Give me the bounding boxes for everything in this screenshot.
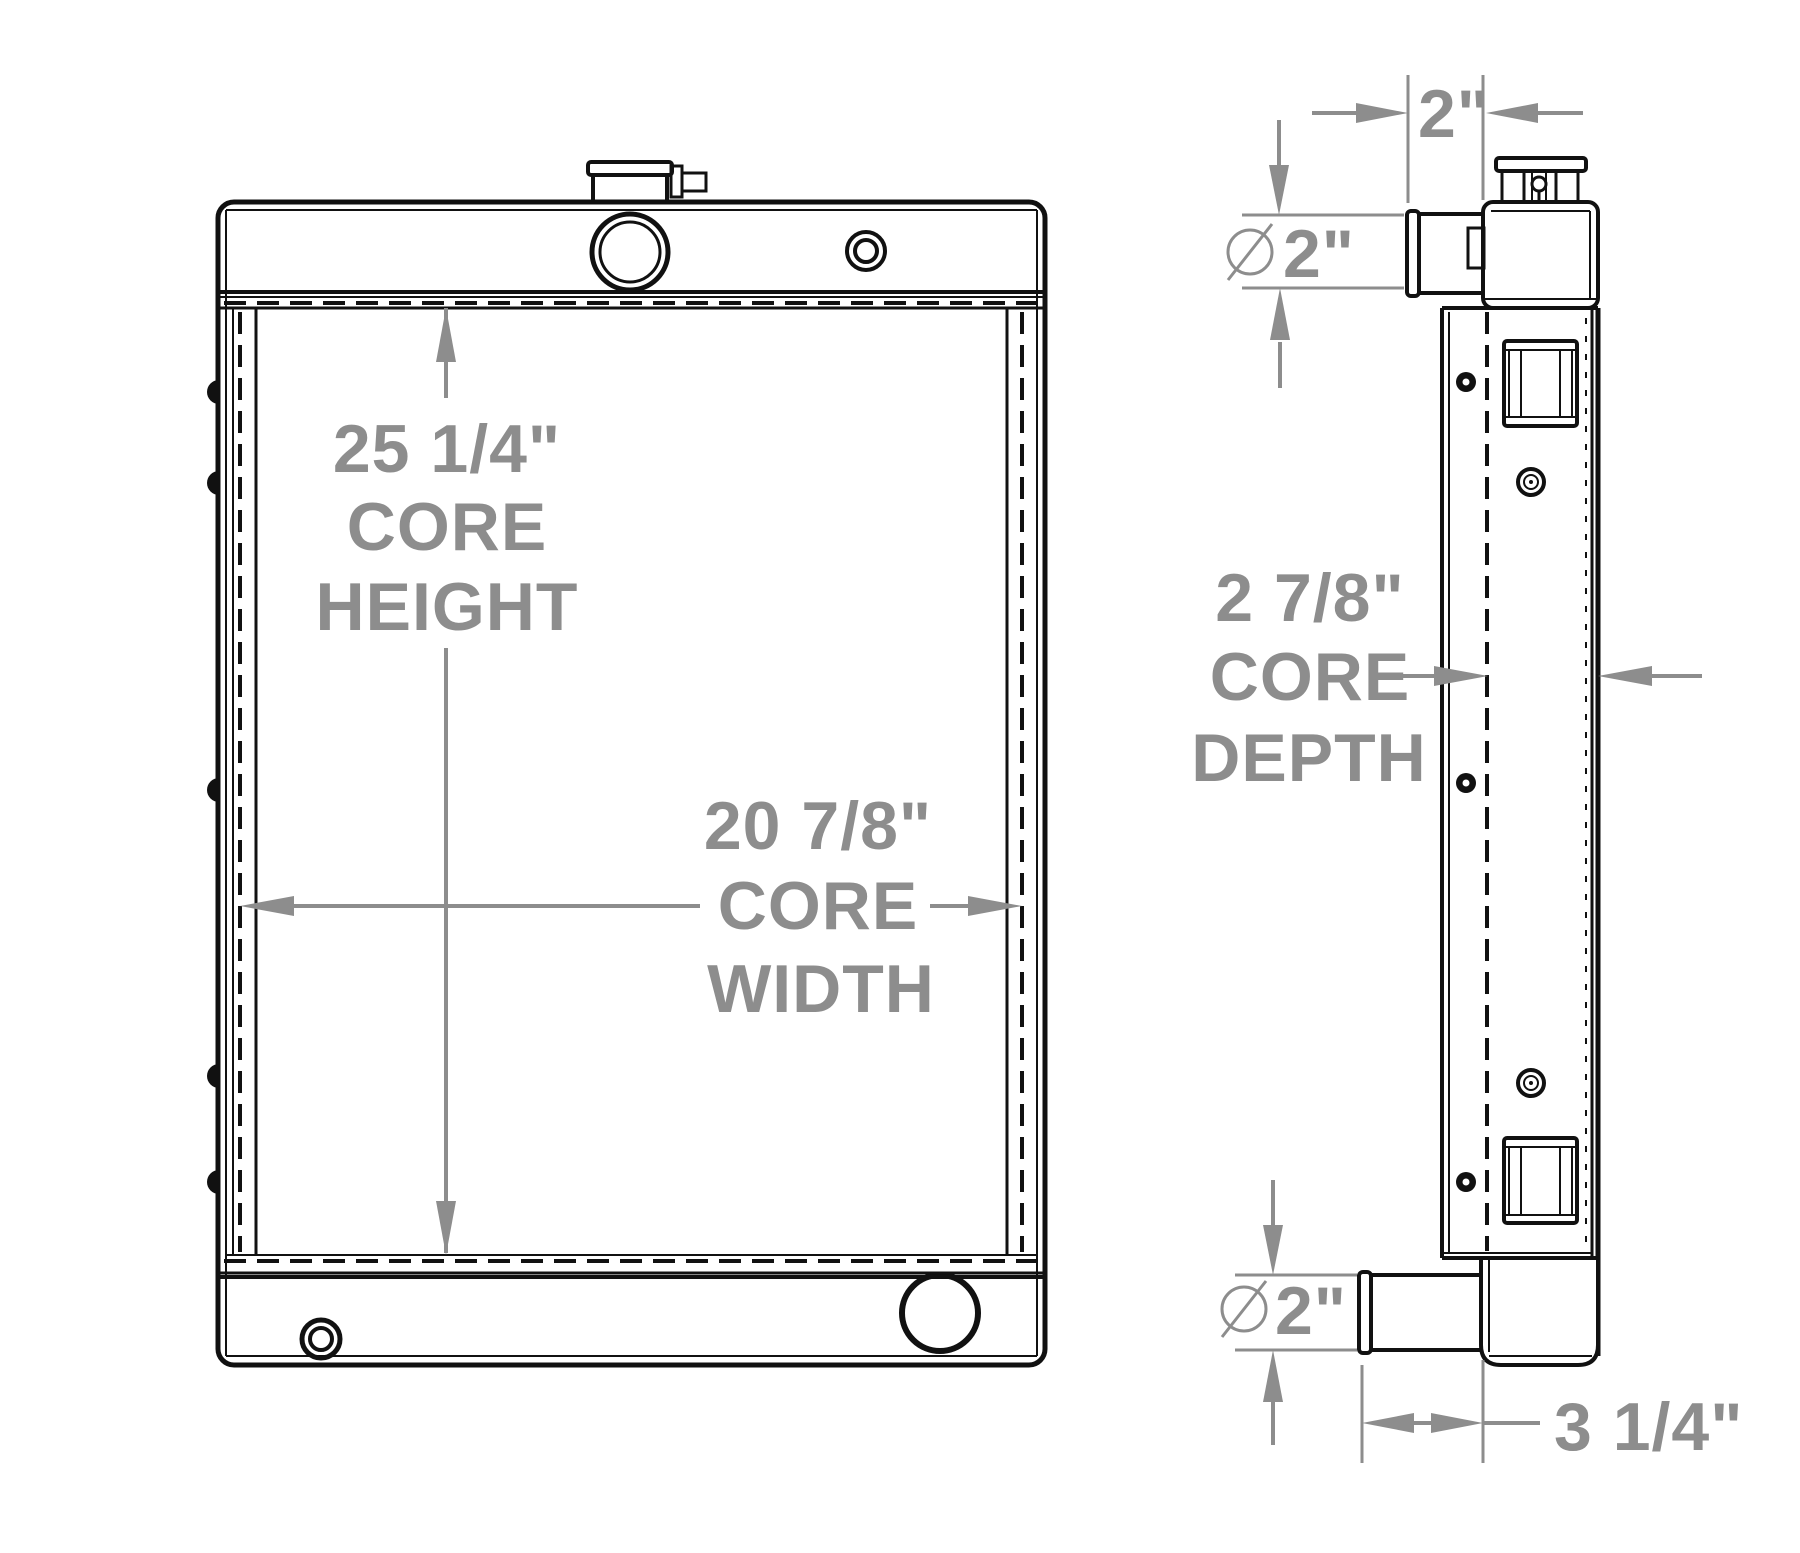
inlet-diameter-dimension: 2" [1226,120,1404,388]
side-pin-bumps [207,380,219,1194]
arrow-up-icon [1270,288,1290,340]
core-width-label-2: WIDTH [707,951,935,1027]
arrow-right-icon [1431,1413,1483,1433]
core-height-value: 25 1/4" [333,411,561,487]
arrow-down-icon [1263,1225,1283,1275]
core-depth-value: 2 7/8" [1215,560,1404,636]
core-face [218,308,1045,1279]
arrow-down-icon [436,1201,456,1255]
rivet-pins [1456,372,1476,1192]
outlet-diameter-value: 2" [1275,1273,1347,1349]
diameter-symbol [1226,223,1274,281]
inlet-tank [1481,200,1600,310]
arrow-left-icon [240,896,294,916]
outlet-pipe [1357,1270,1483,1355]
core-width-label-1: CORE [718,868,918,944]
side-body [1440,306,1601,1356]
outlet-length-value: 3 1/4" [1554,1389,1743,1465]
arrow-right-icon [1356,103,1408,123]
pipe-offset-dimension: 2" [1312,75,1583,203]
side-view: 2" 2" 2 7/8" CORE DEPTH [1191,75,1743,1465]
tube-fittings [1516,467,1546,1098]
outlet-length-dimension: 3 1/4" [1360,1360,1743,1465]
radiator-cap-side [1494,156,1588,204]
vent-hole [845,230,887,272]
pipe-offset-value: 2" [1418,76,1490,152]
core-width-dimension: 20 7/8" CORE WIDTH [240,788,1022,1027]
core-depth-label-2: DEPTH [1191,720,1426,796]
core-depth-dimension: 2 7/8" CORE DEPTH [1191,560,1702,796]
core-height-dimension: 25 1/4" CORE HEIGHT [316,308,579,1255]
mounting-bracket-bottom [1502,1136,1579,1225]
core-height-label-2: HEIGHT [316,569,579,645]
arrow-left-icon [1598,666,1652,686]
arrow-up-icon [1263,1350,1283,1402]
diameter-symbol [1220,1280,1268,1338]
arrow-left-icon [1486,103,1538,123]
filler-neck-opening [589,211,671,293]
mounting-bracket-top [1502,339,1579,428]
top-tank [218,290,1045,310]
inlet-diameter-value: 2" [1283,216,1355,292]
drain-hole [299,1317,343,1361]
outlet-tank [1479,1256,1600,1367]
outlet-hole [899,1272,981,1354]
front-view: 25 1/4" CORE HEIGHT 20 7/8" CORE WIDTH [207,160,1048,1368]
outlet-diameter-dimension: 2" [1220,1180,1357,1445]
inlet-pipe [1405,209,1486,298]
core-width-value: 20 7/8" [704,788,932,864]
radiator-body-outline [215,199,1048,1368]
core-height-label-1: CORE [347,489,547,565]
radiator-cap [586,160,674,204]
arrow-down-icon [1269,165,1289,215]
arrow-right-icon [1434,666,1488,686]
core-depth-label-1: CORE [1210,639,1410,715]
arrow-up-icon [436,308,456,362]
arrow-left-icon [1362,1413,1414,1433]
overflow-fitting [669,164,708,199]
arrow-right-icon [968,896,1022,916]
